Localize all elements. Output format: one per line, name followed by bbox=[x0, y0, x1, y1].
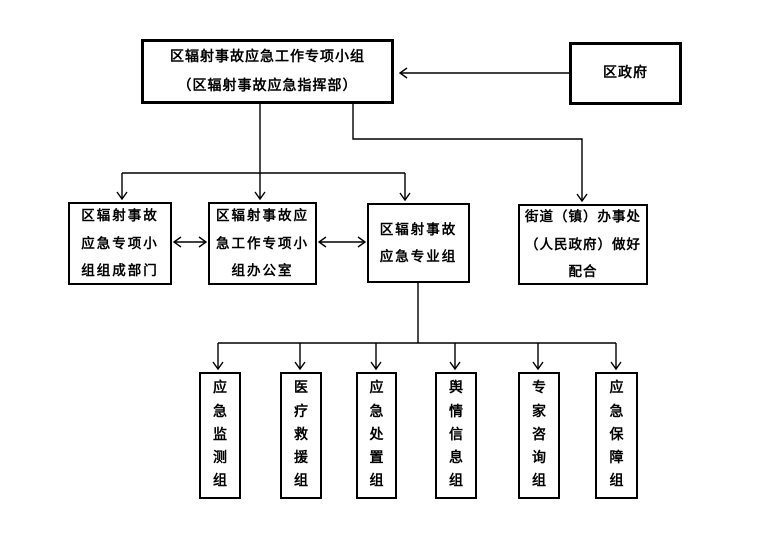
node-street-offices: 街道（镇）办事处 （人民政府）做好 配合 bbox=[518, 204, 648, 285]
elbow-top-to-street bbox=[352, 104, 588, 203]
node-district-government-label: 区政府 bbox=[603, 66, 648, 81]
node-street-offices-line3: 配合 bbox=[568, 264, 598, 280]
node-member-departments-line3: 组组成部门 bbox=[81, 263, 159, 279]
node-group-office: 区辐射事故应 急工作专项小 组办公室 bbox=[208, 202, 317, 285]
node-district-government: 区政府 bbox=[569, 42, 682, 105]
node-group-office-line3: 组办公室 bbox=[231, 263, 294, 279]
node-professional-group-line2: 应急专业组 bbox=[379, 249, 458, 264]
node-team-medical-rescue: 医疗救援组 bbox=[280, 372, 322, 499]
node-member-departments: 区辐射事故 应急专项小 组组成部门 bbox=[68, 202, 172, 285]
node-street-offices-line2: （人民政府）做好 bbox=[525, 236, 641, 252]
node-professional-group-line1: 区辐射事故 bbox=[379, 221, 458, 237]
node-group-office-line1: 区辐射事故应 bbox=[216, 208, 309, 224]
node-leading-group-line2: （区辐射事故应急指挥部） bbox=[177, 78, 358, 94]
node-team-expert-consultation: 专家咨询组 bbox=[518, 372, 560, 499]
node-team-monitoring: 应急监测组 bbox=[199, 372, 241, 499]
node-member-departments-line2: 应急专项小 bbox=[81, 235, 159, 251]
node-team-support: 应急保障组 bbox=[595, 372, 638, 499]
node-professional-group: 区辐射事故 应急专业组 bbox=[367, 203, 470, 283]
node-group-office-line2: 急工作专项小 bbox=[216, 235, 309, 251]
node-team-emergency-response: 应急处置组 bbox=[356, 372, 397, 499]
node-leading-group-line1: 区辐射事故应急工作专项小组 bbox=[170, 49, 365, 65]
node-team-public-opinion: 舆情信息组 bbox=[435, 372, 477, 499]
node-street-offices-line1: 街道（镇）办事处 bbox=[525, 209, 641, 225]
node-leading-group: 区辐射事故应急工作专项小组 （区辐射事故应急指挥部） bbox=[141, 39, 394, 104]
node-member-departments-line1: 区辐射事故 bbox=[81, 208, 159, 224]
